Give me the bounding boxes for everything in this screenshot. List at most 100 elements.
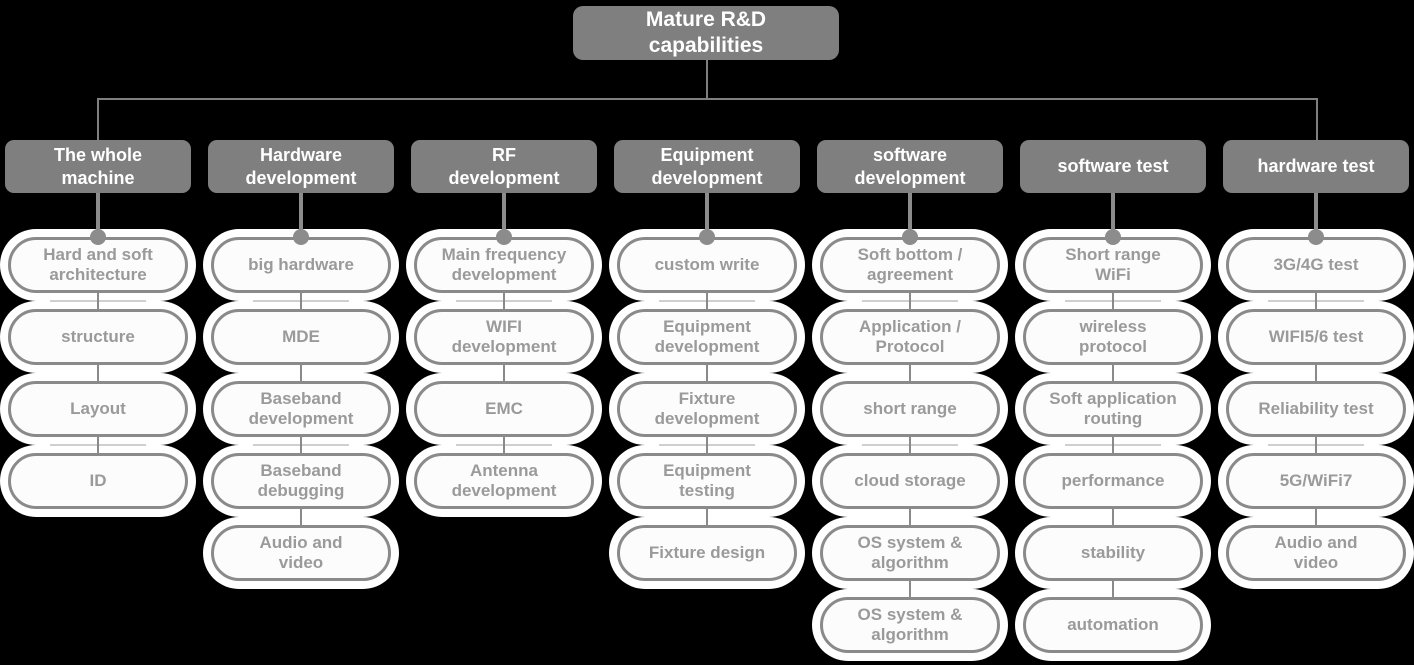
pill-connector — [5, 293, 191, 309]
capability-pill: OS system & algorithm — [820, 525, 1000, 581]
connector-dot-icon — [90, 229, 106, 245]
connector-line — [909, 509, 911, 525]
capability-pill: stability — [1023, 525, 1203, 581]
capability-pill: Soft application routing — [1023, 381, 1203, 437]
pill-connector — [1020, 509, 1206, 525]
pill-connector — [208, 437, 394, 453]
pill-connector — [1020, 365, 1206, 381]
connector-line — [1315, 293, 1317, 309]
connector-line — [503, 293, 505, 309]
connector-line — [300, 437, 302, 453]
capability-pill: short range — [820, 381, 1000, 437]
connector-line — [1112, 437, 1114, 453]
header-connector — [1020, 193, 1206, 245]
capability-pill: Audio and video — [1226, 525, 1406, 581]
header-connector — [817, 193, 1003, 245]
pill-connector — [1223, 293, 1409, 309]
capability-pill: performance — [1023, 453, 1203, 509]
header-connector — [614, 193, 800, 245]
capability-pill: EMC — [414, 381, 594, 437]
capability-pill: MDE — [211, 309, 391, 365]
capability-pill: Audio and video — [211, 525, 391, 581]
rail-line — [97, 98, 1318, 100]
column-header: Hardware development — [208, 140, 394, 193]
capability-pill: big hardware — [211, 237, 391, 293]
connector-line — [503, 437, 505, 453]
pill-connector — [1223, 437, 1409, 453]
header-connector — [411, 193, 597, 245]
capability-pill: Soft bottom / agreement — [820, 237, 1000, 293]
connector-dot-icon — [1308, 229, 1324, 245]
capability-pill: Reliability test — [1226, 381, 1406, 437]
connector-line — [909, 293, 911, 309]
connector-line — [1314, 193, 1318, 237]
capability-pill: ID — [8, 453, 188, 509]
connector-line — [502, 193, 506, 237]
connector-line — [300, 509, 302, 525]
column-header: hardware test — [1223, 140, 1409, 193]
connector-dot-icon — [902, 229, 918, 245]
capability-pill: Layout — [8, 381, 188, 437]
connector-line — [909, 581, 911, 597]
pill-connector — [1020, 437, 1206, 453]
header-connector — [1223, 193, 1409, 245]
capability-pill: custom write — [617, 237, 797, 293]
connector-line — [1111, 193, 1115, 237]
pill-connector — [1223, 509, 1409, 525]
pill-connector — [817, 509, 1003, 525]
pill-connector — [817, 437, 1003, 453]
connector-line — [706, 509, 708, 525]
pill-connector — [208, 293, 394, 309]
capability-pill: Equipment testing — [617, 453, 797, 509]
connector-line — [503, 365, 505, 381]
connector-line — [706, 437, 708, 453]
capability-pill: WIFI5/6 test — [1226, 309, 1406, 365]
pill-connector — [208, 509, 394, 525]
column-header: The whole machine — [5, 140, 191, 193]
capability-pill: Hard and soft architecture — [8, 237, 188, 293]
connector-dot-icon — [699, 229, 715, 245]
capability-pill: Baseband debugging — [211, 453, 391, 509]
column-header: Equipment development — [614, 140, 800, 193]
capability-pill: structure — [8, 309, 188, 365]
pill-connector — [817, 365, 1003, 381]
capability-pill: automation — [1023, 597, 1203, 653]
capability-pill: Main frequency development — [414, 237, 594, 293]
connector-dot-icon — [1105, 229, 1121, 245]
pill-connector — [5, 437, 191, 453]
pill-connector — [817, 581, 1003, 597]
capability-pill: Equipment development — [617, 309, 797, 365]
connector-line — [1112, 293, 1114, 309]
connector-line — [300, 293, 302, 309]
connector-line — [908, 193, 912, 237]
capability-pill: Baseband development — [211, 381, 391, 437]
root-node: Mature R&D capabilities — [573, 6, 839, 60]
pill-connector — [614, 293, 800, 309]
capability-pill: Application / Protocol — [820, 309, 1000, 365]
pill-connector — [817, 293, 1003, 309]
connector-line — [97, 365, 99, 381]
connector-line — [1112, 509, 1114, 525]
connector-line — [706, 293, 708, 309]
connector-line — [97, 293, 99, 309]
header-connector — [208, 193, 394, 245]
pill-connector — [208, 365, 394, 381]
column-header: software development — [817, 140, 1003, 193]
pill-connector — [411, 437, 597, 453]
connector-line — [300, 365, 302, 381]
pill-connector — [1020, 581, 1206, 597]
capability-pill: Short range WiFi — [1023, 237, 1203, 293]
pill-connector — [1020, 293, 1206, 309]
connector-line — [706, 365, 708, 381]
pill-connector — [1223, 365, 1409, 381]
header-connector — [5, 193, 191, 245]
connector-line — [1315, 509, 1317, 525]
capability-pill: Fixture development — [617, 381, 797, 437]
